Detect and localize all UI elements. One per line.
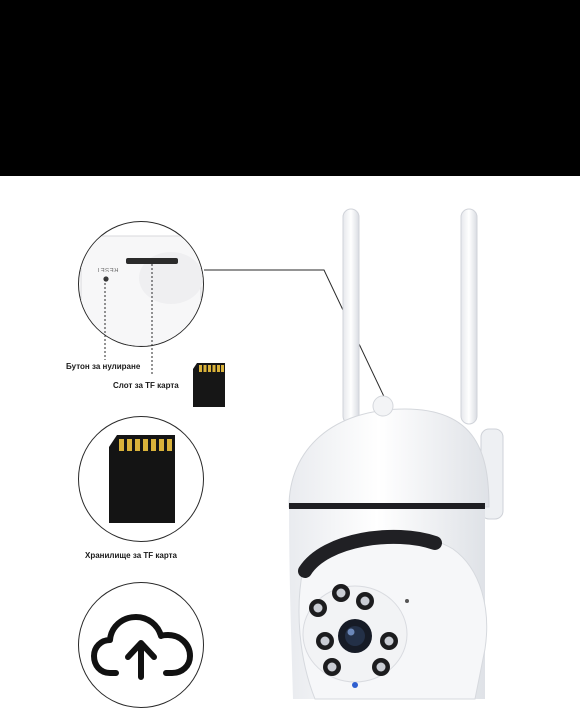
antenna-left [342,208,360,425]
sd-card-large-icon [109,435,175,523]
sd-card-icon [193,363,225,407]
cloud-upload-icon [91,614,193,680]
camera-dome [288,408,490,508]
top-black-band [0,0,580,176]
tf-slot-label: Слот за TF карта [113,381,179,390]
tf-slot-opening [126,258,178,264]
reset-button-label: Бутон за нулиране [66,362,141,371]
cloud-storage-circle [78,582,204,708]
tf-storage-circle [78,416,204,542]
closeup-drawing [80,235,203,346]
tf-storage-label: Хранилище за TF карта [85,551,177,560]
reset-slot-closeup: RESET [78,221,204,347]
security-camera [288,208,504,700]
ir-leds [309,584,398,676]
antenna-right [460,208,478,425]
